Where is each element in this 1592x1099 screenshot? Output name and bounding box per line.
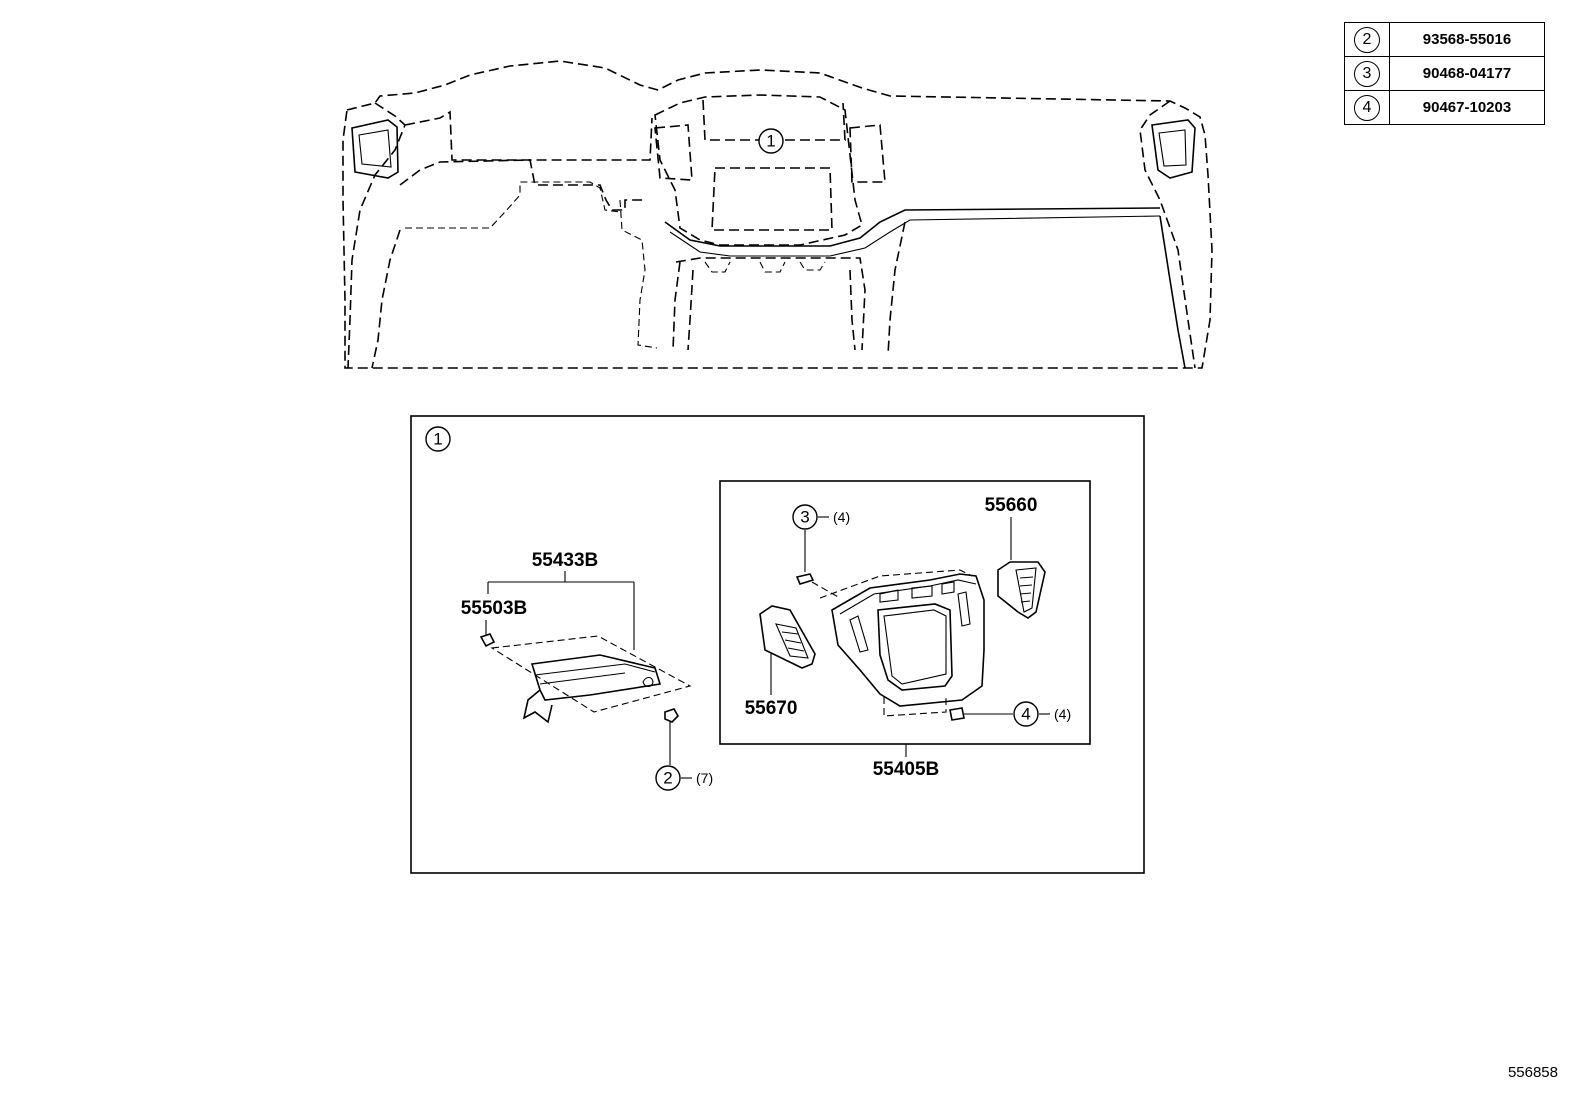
- dashboard-right-lower-solid: [1159, 215, 1186, 369]
- fastener-key-2: 2: [663, 769, 672, 788]
- part-label-55405b: 55405B: [873, 759, 940, 780]
- fastener-qty-2: (7): [696, 770, 713, 786]
- dashboard-outer-outline: [342, 60, 1213, 369]
- meter-opening: [399, 159, 645, 211]
- vent-55660: [997, 561, 1046, 619]
- reference-key-circle: 3: [1354, 60, 1380, 87]
- vent-55660-face: [1015, 567, 1037, 613]
- cluster-panel-right-slot: [957, 591, 971, 627]
- dashboard-right-face-line: [1139, 100, 1196, 369]
- clip-4: [949, 707, 965, 721]
- overview-callout-number: 1: [766, 132, 775, 151]
- fastener-qty-3: (4): [833, 509, 850, 525]
- center-right-vent: [849, 124, 886, 183]
- fastener-callout-3: 3 (4): [792, 504, 850, 530]
- detail-callout-1: 1: [425, 426, 451, 452]
- screw-2: [664, 708, 679, 723]
- cluster-panel-opening: [877, 603, 953, 691]
- sub-assembly-border: [719, 480, 1091, 745]
- fastener-callout-2: 2 (7): [655, 765, 713, 791]
- lower-panel-assembly: 55433B 55503B 2 (7): [461, 550, 713, 791]
- dashboard-left-knee: [619, 199, 658, 349]
- center-console-slots: [704, 261, 826, 273]
- dashboard-left-lower: [371, 229, 401, 369]
- part-label-55660: 55660: [985, 495, 1038, 516]
- vent-55670-face: [775, 623, 809, 659]
- cluster-panel-opening-inner: [883, 609, 947, 685]
- meter-hood: [404, 110, 653, 161]
- center-cluster-outline: [654, 94, 863, 246]
- leader-55433b: [487, 571, 635, 650]
- center-console-upper: [675, 257, 866, 351]
- clip-3: [795, 573, 815, 585]
- center-left-vent: [654, 124, 693, 181]
- reference-part-number: 93568-55016: [1389, 22, 1545, 57]
- reference-key-cell: 2: [1344, 22, 1390, 57]
- part-label-55433b: 55433B: [532, 550, 599, 571]
- reference-table: 2 93568-55016 3 90468-04177 4 90467-1020…: [1344, 22, 1545, 125]
- fastener-key-4: 4: [1021, 705, 1030, 724]
- dashboard-right-vent-inner: [1158, 129, 1187, 167]
- center-console-legs: [672, 261, 856, 351]
- lower-trim-line: [664, 207, 1161, 247]
- detail-outer-border: [410, 415, 1145, 874]
- center-display: [711, 167, 833, 231]
- cluster-panel-body: [831, 573, 985, 707]
- lower-panel-hook: [642, 676, 654, 688]
- part-label-55670: 55670: [745, 698, 798, 719]
- vent-55660-louvers: [1019, 576, 1034, 603]
- lower-trim-line-2: [669, 215, 1161, 257]
- vent-55670-body: [759, 605, 816, 669]
- fastener-key-3: 3: [800, 508, 809, 527]
- dashboard-left-vent: [351, 119, 399, 179]
- lower-panel-reference: [490, 635, 692, 713]
- part-label-55503b: 55503B: [461, 598, 528, 619]
- fastener-qty-4: (4): [1054, 706, 1071, 722]
- clip-55503b: [479, 633, 496, 648]
- center-cluster-assembly: 3 (4) 55660 55670: [745, 495, 1072, 780]
- detail-callout-number: 1: [433, 430, 442, 449]
- cluster-panel-55405b: [819, 569, 985, 717]
- reference-row: 2 93568-55016: [1344, 22, 1545, 57]
- cluster-panel-edge: [839, 579, 977, 615]
- cluster-panel-left-slot: [849, 615, 869, 653]
- cluster-panel-buttons: [879, 581, 955, 603]
- fastener-callout-4: 4 (4): [1013, 701, 1071, 727]
- lower-panel-55433b: [530, 654, 662, 701]
- vent-55660-body: [997, 561, 1046, 619]
- cluster-panel-top-guide: [819, 569, 973, 599]
- clip-3-guide: [811, 581, 841, 599]
- reference-part-number: 90467-10203: [1389, 90, 1545, 125]
- overview-callout-1: 1: [758, 128, 784, 154]
- dashboard-left-vent-inner: [358, 129, 392, 168]
- reference-part-number: 90468-04177: [1389, 56, 1545, 91]
- diagram-id: 556858: [1507, 1064, 1558, 1081]
- lower-panel-rib-2: [539, 672, 626, 685]
- reference-key-circle: 4: [1354, 94, 1380, 121]
- reference-row: 3 90468-04177: [1344, 56, 1545, 91]
- reference-key-circle: 2: [1354, 26, 1380, 53]
- dashboard-overview: 1: [342, 60, 1213, 369]
- steering-column-cover: [405, 181, 621, 229]
- dashboard-right-vent: [1151, 119, 1196, 179]
- dashboard-face-line: [347, 102, 406, 369]
- lower-panel-rib-1: [534, 663, 656, 676]
- reference-row: 4 90467-10203: [1344, 90, 1545, 125]
- lower-panel-bracket: [522, 689, 553, 724]
- dashboard-right-lower: [887, 221, 906, 356]
- vent-55670: [759, 605, 816, 669]
- cluster-panel-lower-guide: [883, 697, 947, 717]
- vent-55670-louvers: [781, 631, 805, 652]
- detail-frame: 1: [410, 415, 1145, 874]
